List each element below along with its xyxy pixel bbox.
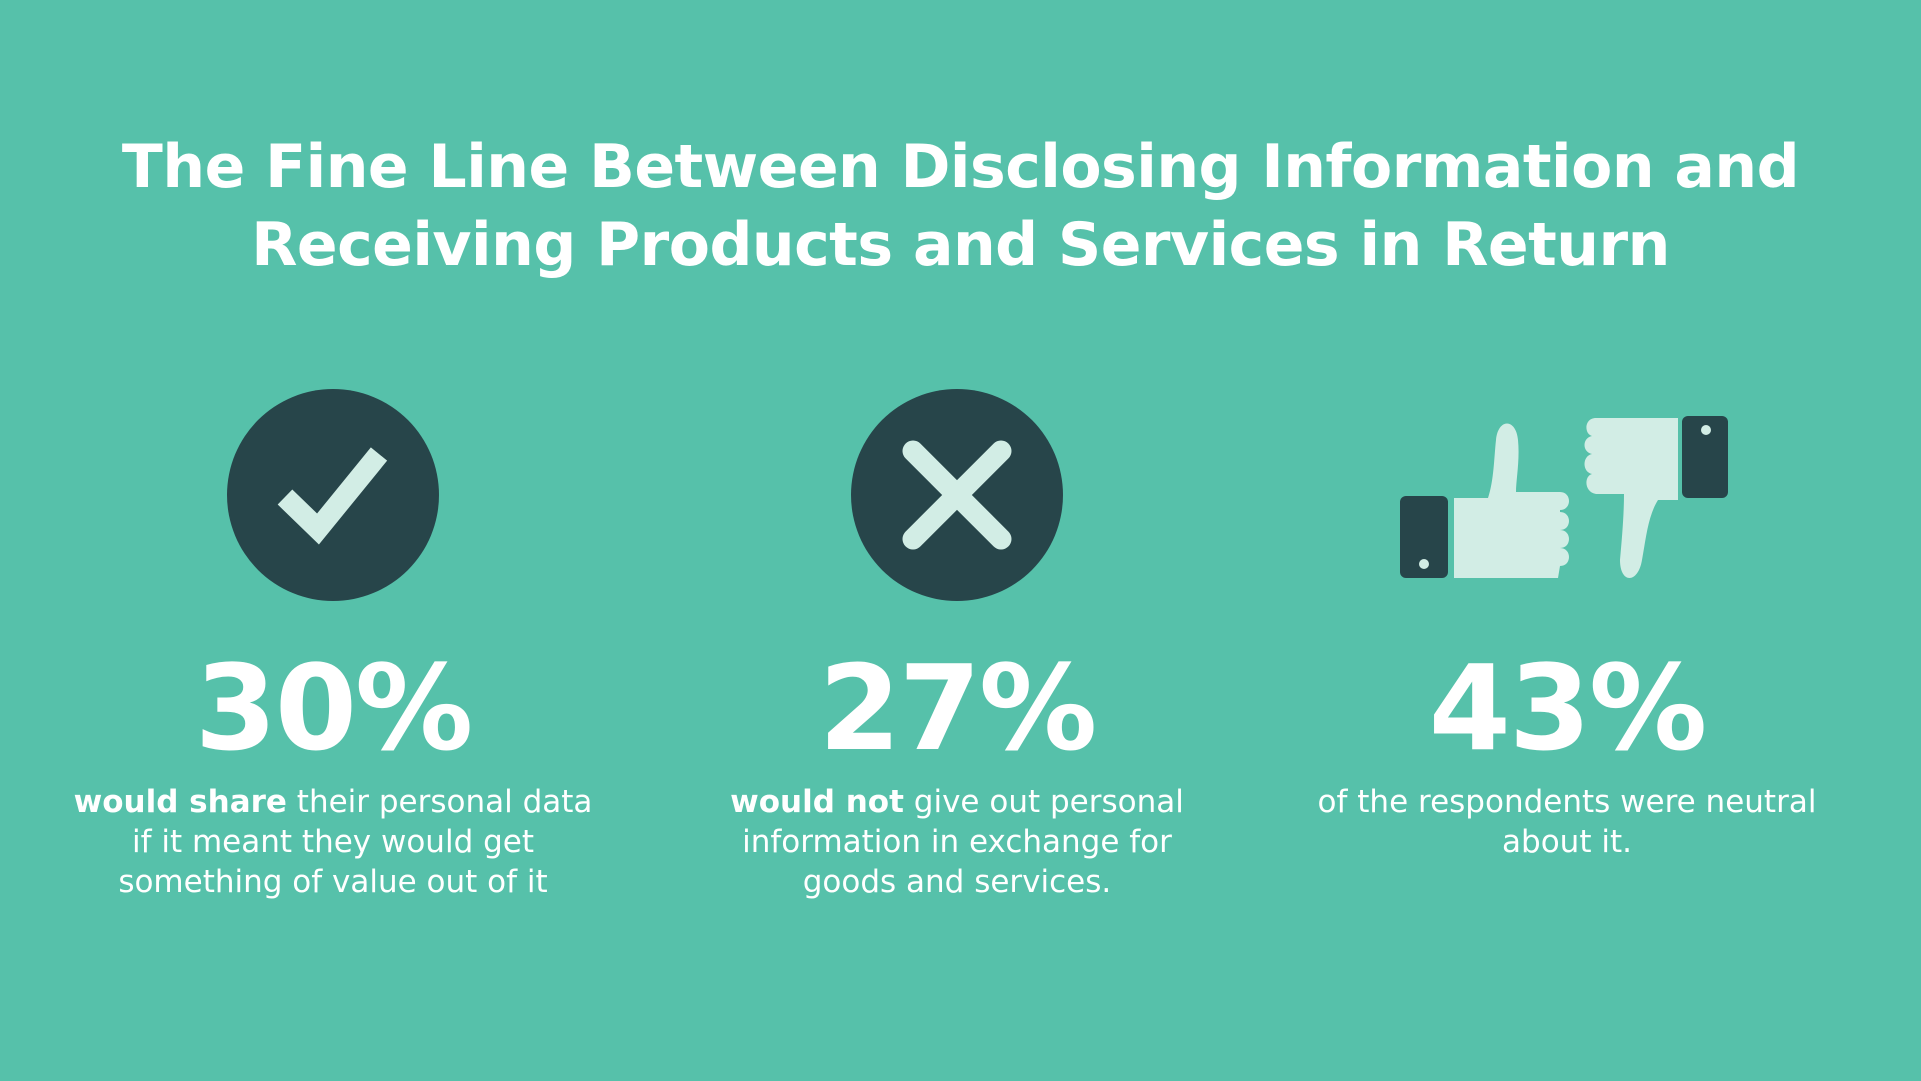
stat-emphasis: would share <box>73 784 287 820</box>
stat-description: would share their personal data if it me… <box>53 782 613 902</box>
x-mark-icon <box>851 389 1063 601</box>
stat-text: of the respondents were neutral about it… <box>1317 784 1817 860</box>
thumbs-up-down-icon <box>1400 416 1728 578</box>
stat-value: 27% <box>818 639 1097 777</box>
checkmark-icon <box>227 389 439 601</box>
title-line-1: The Fine Line Between Disclosing Informa… <box>121 132 1800 203</box>
stat-share: 30% would share their personal data if i… <box>53 388 613 902</box>
title-line-2: Receiving Products and Services in Retur… <box>251 210 1670 281</box>
stat-description: of the respondents were neutral about it… <box>1287 782 1847 862</box>
page-title: The Fine Line Between Disclosing Informa… <box>0 128 1921 284</box>
stat-description: would not give out personal information … <box>677 782 1237 902</box>
stat-neutral: 43% of the respondents were neutral abou… <box>1287 388 1847 862</box>
stat-text: give out personal information in exchang… <box>742 784 1184 900</box>
stat-text: their personal data if it meant they wou… <box>118 784 593 900</box>
stat-emphasis: would not <box>730 784 904 820</box>
thumbs-down-icon <box>1584 416 1728 578</box>
stat-value: 30% <box>194 639 473 777</box>
stat-value: 43% <box>1428 639 1707 777</box>
stat-not-share: 27% would not give out personal informat… <box>677 388 1237 902</box>
thumbs-up-icon <box>1400 423 1569 578</box>
